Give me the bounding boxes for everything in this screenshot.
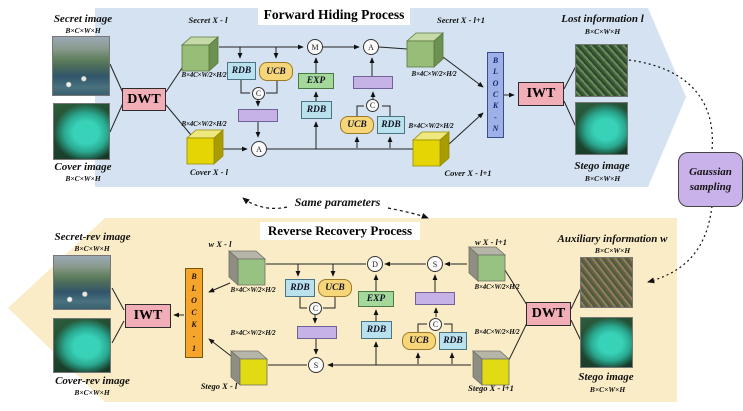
fwd-add-cover: A [251, 141, 267, 157]
stego-image-photo-top [575, 102, 628, 155]
rev-exp: EXP [358, 291, 394, 307]
rev-rdb-2: RDB [361, 321, 392, 339]
fwd-ucb-2: UCB [340, 116, 374, 134]
fwd-feature-bar-1 [238, 109, 278, 122]
forward-iwt-box: IWT [518, 82, 564, 106]
rev-rdb-3: RDB [439, 332, 467, 350]
fwd-ucb-1: UCB [259, 62, 293, 81]
secret-image-dims: B×C×W×H [65, 26, 101, 35]
stego-image-label-top: Stego image [574, 160, 630, 172]
rev-subtract-w: S [427, 256, 443, 272]
reverse-process-title: Reverse Recovery Process [260, 222, 420, 240]
cover-image-label: Cover image [54, 161, 112, 173]
w-xl1-cube [468, 246, 506, 282]
rev-rdb-1: RDB [285, 279, 315, 297]
fwd-rdb-1: RDB [227, 62, 256, 80]
auxiliary-information-dims: B×C×W×H [594, 246, 631, 255]
stego-image-label-bottom: Stego image [578, 371, 634, 383]
rev-subtract-stego: S [308, 357, 324, 373]
stego-xl-cube [230, 350, 268, 386]
w-xl-dims: B×4C×W/2×H/2 [230, 286, 276, 294]
cover-xl1-label: Cover X - l+1 [444, 168, 492, 178]
cover-xl1-cube [412, 131, 450, 167]
rev-feature-bar-1 [297, 326, 337, 339]
cover-image-dims: B×C×W×H [65, 174, 101, 183]
stego-image-dims-top: B×C×W×H [584, 174, 621, 183]
cover-rev-photo [53, 318, 111, 373]
stego-image-dims-bottom: B×C×W×H [589, 385, 626, 394]
rev-divide-w: D [367, 256, 383, 272]
stego-xl1-dims: B×4C×W/2×H/2 [474, 328, 520, 336]
cover-rev-dims: B×C×W×H [74, 388, 110, 397]
fwd-concat-2: C [366, 99, 379, 112]
stego-xl1-cube [472, 350, 510, 386]
w-xl-cube [228, 250, 266, 286]
rev-ucb-1: UCB [318, 279, 352, 297]
fwd-multiply-secret: M [307, 39, 323, 55]
secret-xl1-dims: B×4C×W/2×H/2 [411, 70, 457, 78]
stego-xl-dims: B×4C×W/2×H/2 [230, 329, 276, 337]
gaussian-sampling-box: Gaussian sampling [678, 152, 743, 207]
same-parameters-label: Same parameters [294, 195, 381, 209]
secret-xl1-label: Secret X - l+1 [436, 15, 486, 25]
secret-xl1-cube [406, 32, 444, 68]
rev-concat-2: C [429, 318, 442, 331]
secret-rev-dims: B×C×W×H [74, 244, 110, 253]
rev-concat-1: C [309, 302, 322, 315]
stego-image-photo-bottom [580, 317, 633, 368]
w-xl1-label: w X - l+1 [475, 237, 507, 247]
cover-xl-dims: B×4C×W/2×H/2 [181, 120, 227, 128]
auxiliary-information-label: Auxiliary information w [557, 233, 668, 245]
rev-feature-bar-2 [415, 292, 455, 305]
cover-rev-label: Cover-rev image [55, 375, 130, 387]
forward-dwt-box: DWT [122, 88, 166, 111]
cover-image-photo [53, 103, 110, 160]
forward-process-title: Forward Hiding Process [258, 5, 410, 25]
secret-xl-label: Secret X - l [188, 15, 228, 25]
secret-xl-cube [181, 36, 219, 72]
secret-image-photo [52, 36, 110, 96]
secret-rev-photo [53, 255, 111, 310]
cover-xl-label: Cover X - l [189, 167, 228, 177]
secret-rev-label: Secret-rev image [54, 231, 131, 243]
reverse-iwt-box: IWT [125, 304, 171, 328]
auxiliary-information-photo [580, 257, 633, 308]
cover-xl-cube [186, 129, 224, 165]
rev-ucb-2: UCB [402, 332, 436, 350]
stego-xl-label: Stego X - l [200, 381, 238, 391]
w-xl1-dims: B×4C×W/2×H/2 [474, 283, 520, 291]
lost-information-label: Lost information l [561, 13, 644, 25]
lost-information-photo [575, 44, 628, 97]
fwd-rdb-2: RDB [301, 101, 332, 119]
fwd-rdb-3: RDB [377, 116, 405, 134]
fwd-add-secret: A [363, 39, 379, 55]
fwd-exp: EXP [298, 73, 334, 89]
stego-xl1-label: Stego X - l+1 [468, 383, 514, 393]
lost-information-dims: B×C×W×H [584, 27, 621, 36]
fwd-feature-bar-2 [353, 76, 393, 89]
secret-xl-dims: B×4C×W/2×H/2 [181, 71, 227, 79]
fwd-concat-1: C [252, 87, 265, 100]
cover-xl1-dims: B×4C×W/2×H/2 [408, 122, 454, 130]
reverse-dwt-box: DWT [526, 302, 571, 326]
secret-image-label: Secret image [53, 13, 113, 25]
w-xl-label: w X - l [208, 239, 232, 249]
